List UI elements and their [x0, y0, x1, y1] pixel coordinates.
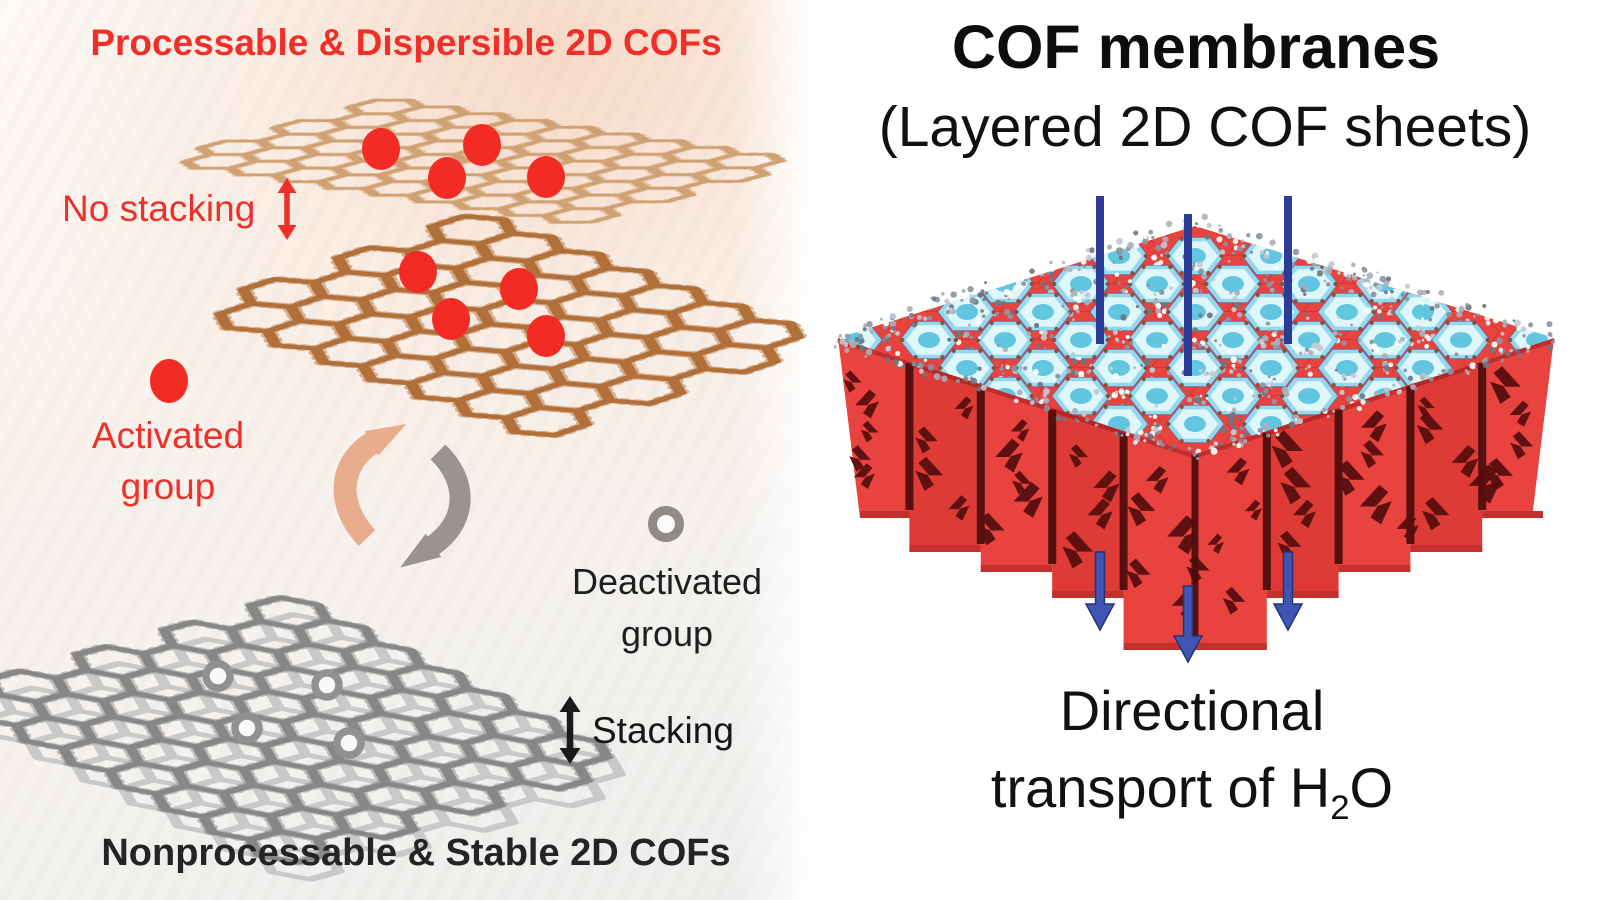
water-flow-arrow-icon: [1084, 551, 1116, 632]
swap-arrows-icon: [333, 423, 471, 568]
activated-group-label: Activated group: [92, 410, 244, 512]
water-flow-arrow-icon: [1272, 551, 1304, 632]
caption-line2-prefix: transport of H: [990, 756, 1331, 819]
membrane-edge-fuzz: [833, 213, 1558, 461]
water-entry-lines: [1096, 196, 1292, 376]
cof-membrane-3d: [833, 213, 1558, 650]
stacking-arrow-icon: [559, 696, 581, 764]
activated-group-label-line2: group: [120, 466, 216, 507]
left-panel-title: Processable & Dispersible 2D COFs: [90, 22, 722, 63]
membrane-wall-right: [1186, 333, 1556, 650]
right-panel-title: COF membranes: [951, 13, 1441, 81]
water-flow-arrow-icon: [1172, 585, 1204, 664]
directional-transport-caption: Directional transport of H2O: [991, 672, 1393, 826]
activated-group-dot-icon: [150, 359, 188, 403]
caption-line2-suffix: O: [1349, 756, 1394, 819]
activated-group-label-line1: Activated: [91, 415, 245, 456]
membrane-wall-left: [836, 333, 1200, 650]
activated-group-dots: [362, 124, 565, 357]
caption-h2o-subscript: 2: [1330, 789, 1350, 828]
deactivated-group-ring-icon: [648, 506, 684, 542]
deactivated-group-label-line1: Deactivated: [571, 561, 763, 602]
stacking-label: Stacking: [592, 710, 734, 751]
stacked-cof-sheet: [0, 593, 618, 867]
left-panel-bottom-title: Nonprocessable & Stable 2D COFs: [101, 832, 731, 874]
no-stacking-label: No stacking: [62, 188, 256, 229]
caption-line2: transport of H2O: [991, 749, 1393, 826]
water-flow-arrows: [1084, 551, 1304, 664]
deactivated-group-label-line2: group: [620, 613, 714, 654]
caption-line1: Directional: [1059, 679, 1325, 742]
deactivated-group-label: Deactivated group: [572, 556, 762, 660]
dispersed-cof-sheet-bottom: [209, 212, 809, 439]
right-panel-subtitle: (Layered 2D COF sheets): [878, 95, 1532, 159]
deactivated-group-rings: [202, 660, 365, 759]
no-stacking-arrow-icon: [277, 178, 297, 240]
